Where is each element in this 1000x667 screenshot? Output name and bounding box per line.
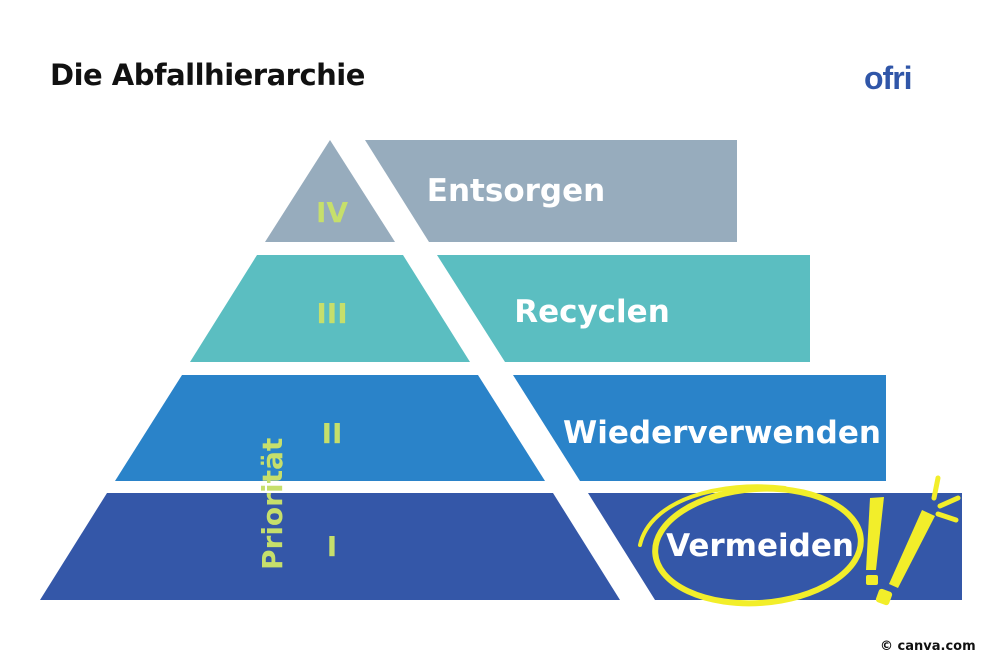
exclamation-icon: [866, 475, 961, 606]
tier-iii-label: Recyclen: [514, 294, 670, 330]
tier-iv-label: Entsorgen: [427, 173, 605, 209]
tier-i-bar: [588, 493, 962, 600]
tier-iv-numeral: IV: [316, 196, 348, 229]
highlight-circle: [638, 484, 864, 607]
priority-axis-label: Priorität: [256, 438, 289, 570]
tier-ii-trapezoid: [115, 375, 545, 481]
copyright-notice: © canva.com: [880, 639, 976, 654]
tier-i-numeral: I: [327, 530, 337, 563]
tier-i-trapezoid: [40, 493, 620, 600]
tier-ii-numeral: II: [322, 417, 343, 450]
tier-ii-label: Wiederverwenden: [563, 415, 881, 451]
page-title: Die Abfallhierarchie: [50, 58, 365, 92]
tier-iv-bar: [365, 140, 737, 242]
tier-iv-triangle: [265, 140, 395, 242]
tier-iii-trapezoid: [190, 255, 470, 362]
tier-iii-numeral: III: [316, 297, 347, 330]
ofri-logo: ofri: [864, 60, 913, 96]
tier-iii-bar: [437, 255, 810, 362]
tier-ii-bar: [513, 375, 886, 481]
tier-i-label: Vermeiden: [666, 528, 854, 564]
